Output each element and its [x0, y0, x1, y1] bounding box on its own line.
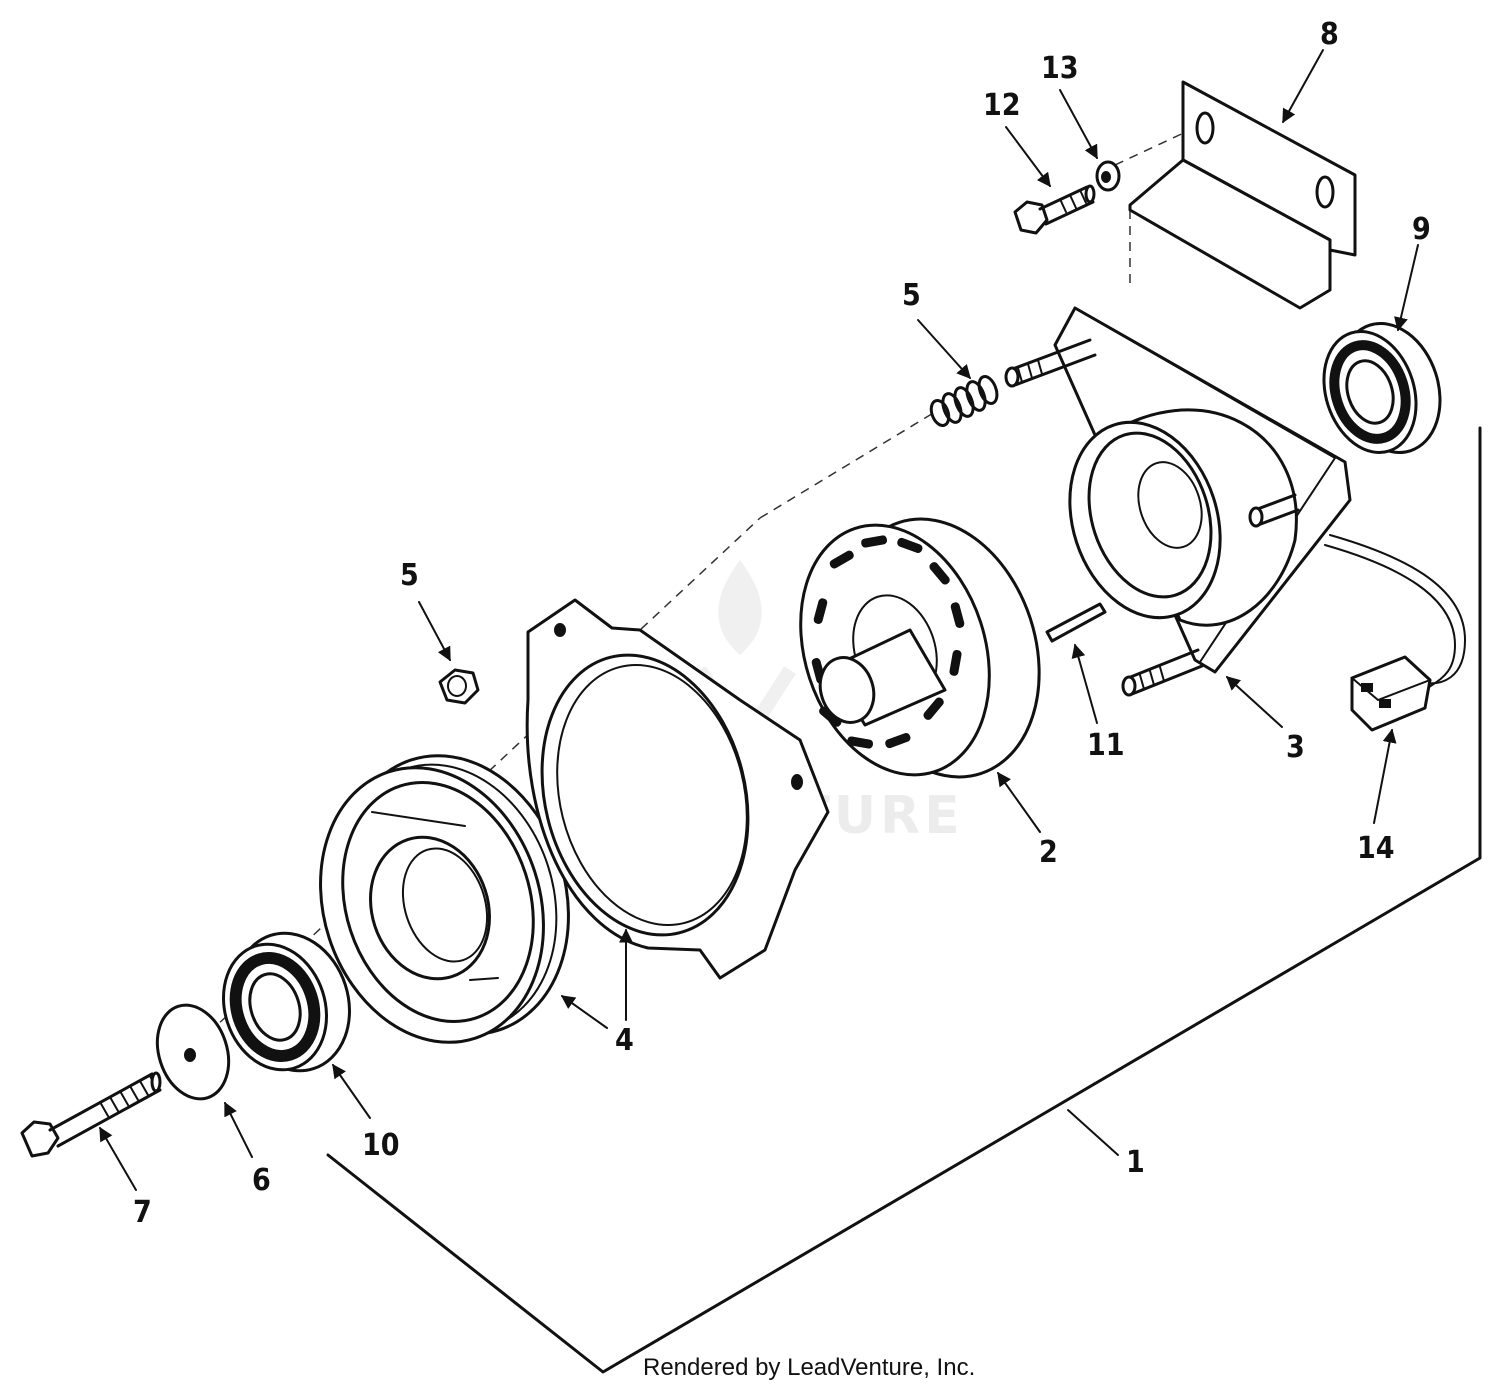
leader-8 [1282, 49, 1324, 124]
leader-2 [997, 771, 1041, 833]
part-bearing-10 [221, 931, 351, 1073]
part-washer-13 [1095, 160, 1121, 192]
leader-11 [1071, 643, 1098, 724]
leader-13 [1059, 89, 1098, 160]
part-pulley-4 [319, 754, 570, 1044]
callout-labels: 1 2 3 4 5 5 6 7 8 9 10 11 12 13 14 [133, 17, 1431, 1230]
leader-1 [1067, 1109, 1119, 1156]
callout-6: 6 [252, 1163, 271, 1198]
assembly-bracket [326, 426, 1482, 1374]
leader-10 [332, 1063, 371, 1119]
callout-3: 3 [1286, 730, 1305, 765]
part-rotor-2 [799, 517, 1041, 779]
part-key-11 [1045, 602, 1107, 643]
part-nut-5 [438, 668, 480, 705]
footer-credit: Rendered by LeadVenture, Inc. [643, 1354, 976, 1381]
leader-4a [560, 995, 608, 1029]
callout-1: 1 [1126, 1145, 1145, 1180]
callout-9: 9 [1412, 212, 1431, 247]
leader-5-nut [418, 601, 451, 662]
leader-12 [1005, 126, 1051, 188]
callout-14: 14 [1357, 831, 1395, 866]
leader-3 [1225, 676, 1283, 728]
callout-8: 8 [1320, 17, 1339, 52]
leader-7 [99, 1126, 137, 1191]
callout-5-spring: 5 [902, 278, 921, 313]
part-bolt-7 [20, 1071, 162, 1158]
leader-9 [1394, 244, 1419, 332]
part-mount-bracket-8 [1128, 80, 1357, 310]
callout-11: 11 [1087, 728, 1125, 763]
leader-lines [99, 49, 1419, 1191]
callout-12: 12 [983, 88, 1021, 123]
leader-14 [1373, 728, 1397, 824]
part-bolt-12 [1013, 184, 1096, 235]
part-bearing-9 [1322, 322, 1442, 455]
callout-13: 13 [1041, 51, 1079, 86]
callout-4: 4 [615, 1023, 634, 1058]
leader-6 [224, 1101, 253, 1158]
part-connector-14 [1324, 534, 1467, 732]
part-spring-5 [929, 375, 999, 428]
callout-7: 7 [133, 1195, 152, 1230]
part-field-bracket-3 [1004, 306, 1352, 697]
part-washer-6 [155, 1003, 231, 1101]
leader-5-spring [917, 319, 971, 380]
callout-10: 10 [362, 1128, 400, 1163]
callout-2: 2 [1039, 835, 1058, 870]
callout-5-nut: 5 [400, 558, 419, 593]
part-housing-ring-4 [525, 598, 830, 980]
